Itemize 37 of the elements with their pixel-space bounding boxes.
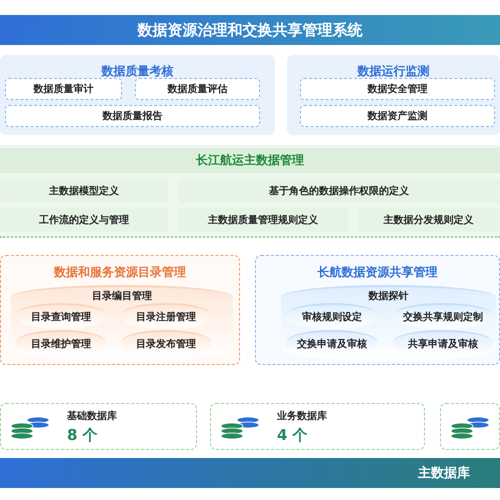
panel-heading: 目录编目管理 [91,290,153,303]
layer-cylinder: 目录注册管理 [121,303,211,329]
function-box: 数据安全管理 [300,78,495,100]
database-count: 8 个 [67,426,98,444]
footer-banner: 主数据库 [0,458,500,488]
function-box: 主数据分发规则定义 [357,208,500,232]
database-label: 业务数据库 [277,409,327,422]
module-panel [0,55,275,135]
function-box: 主数据模型定义 [0,179,168,203]
panel-heading: 数据质量考核 [100,63,174,80]
panel-heading: 数据和服务资源目录管理 [52,264,187,281]
function-box: 主数据质量管理规则定义 [178,208,348,232]
database-card [210,403,425,450]
function-box: 数据资产监测 [300,105,495,127]
database-count: 4 个 [277,426,308,444]
database-label: 基础数据库 [67,409,117,422]
module-panel [255,255,500,365]
panel-heading: 长江航运主数据管理 [0,148,500,173]
layer-cylinder [281,285,496,361]
layer-cylinder: 目录查询管理 [16,303,106,329]
panel-heading: 数据运行监测 [356,63,430,80]
function-box: 基于角色的数据操作权限的定义 [178,179,500,203]
layer-cylinder [11,285,233,361]
layer-cylinder: 交换共享规则定制 [393,303,493,329]
module-panel [287,55,500,135]
title-banner: 数据资源治理和交换共享管理系统 [0,15,500,45]
function-box: 工作流的定义与管理 [0,208,168,232]
module-panel [0,145,500,238]
module-panel [0,255,240,365]
panel-heading: 长航数据资源共享管理 [316,264,438,281]
function-box: 数据质量报告 [5,105,260,127]
layer-cylinder: 审核规则设定 [286,303,378,329]
function-box: 数据质量评估 [135,78,260,100]
database-card [0,403,197,450]
database-card [440,403,500,450]
function-box: 数据质量审计 [5,78,122,100]
panel-heading: 数据探针 [367,290,410,303]
